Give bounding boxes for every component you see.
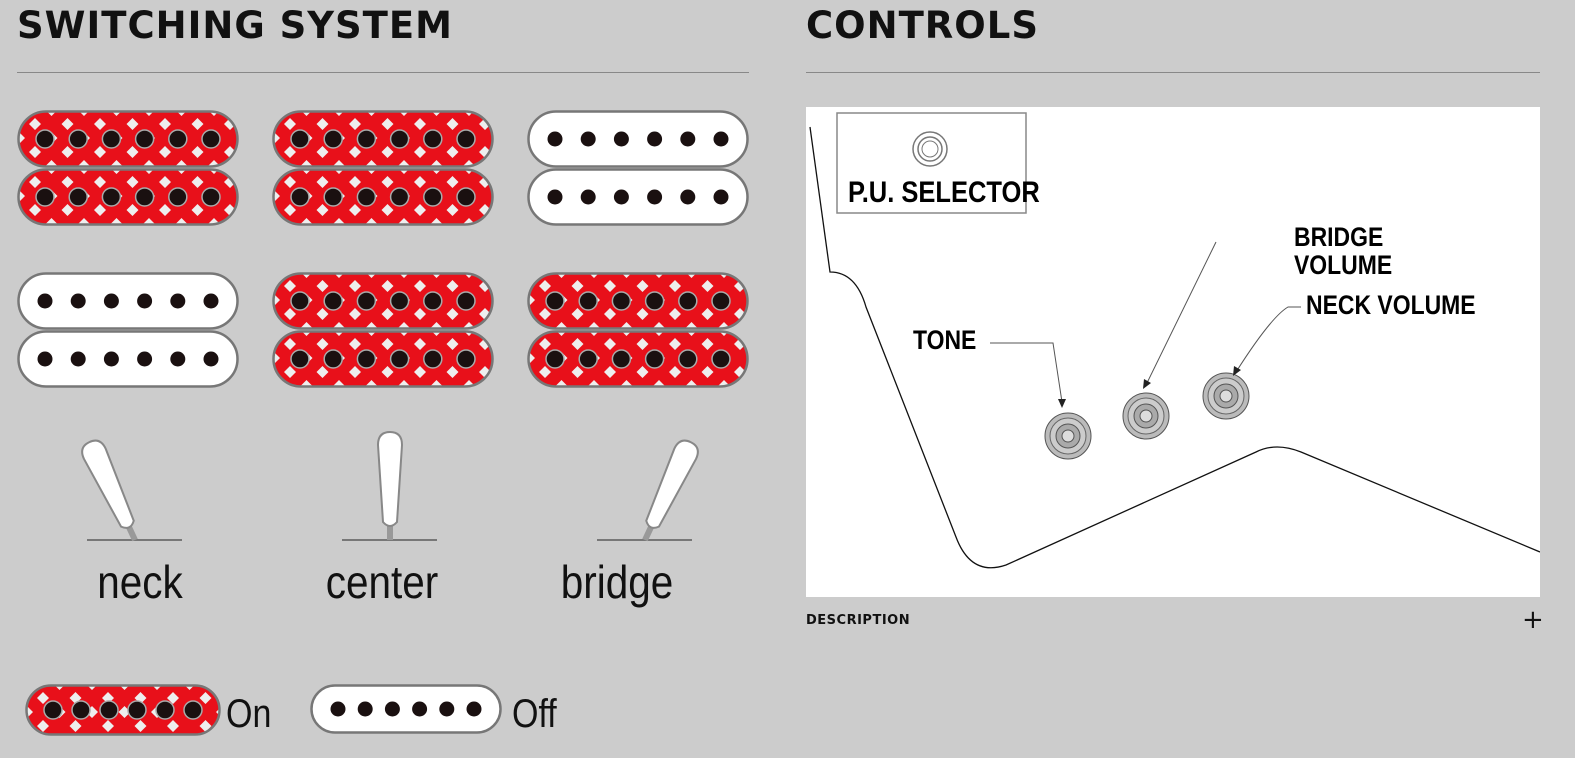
position-label-bridge: bridge <box>560 556 674 608</box>
pickup-bridge-row1-coil2 <box>527 168 749 230</box>
pickup-coil-off <box>310 684 502 734</box>
legend-on-pickup <box>25 684 221 740</box>
pickup-coil-off <box>17 330 239 388</box>
toggle-switch-neck-icon <box>47 430 207 550</box>
description-toggle[interactable]: DESCRIPTION <box>806 613 911 628</box>
toggle-switch-bridge-icon <box>557 430 717 550</box>
knob-icon <box>1202 372 1250 420</box>
legend-on-label: On <box>226 692 272 736</box>
pickup-neck-row1-coil2 <box>17 168 239 230</box>
pickup-bridge-row2-coil2 <box>527 330 749 392</box>
divider <box>806 72 1540 73</box>
pickup-neck-row2-coil2 <box>17 330 239 392</box>
switching-system-title: SWITCHING SYSTEM <box>17 4 453 47</box>
pickup-coil-off <box>17 272 239 330</box>
pickup-center-row1-coil2 <box>272 168 494 230</box>
selector-knob-icon <box>912 131 948 167</box>
pickup-coil-on <box>272 330 494 388</box>
tone-label: TONE <box>913 325 977 355</box>
pickup-coil-on <box>527 330 749 388</box>
toggle-switch-center-icon <box>302 430 462 550</box>
controls-title: CONTROLS <box>806 4 1039 47</box>
divider <box>17 72 749 73</box>
pickup-center-row2-coil2 <box>272 330 494 392</box>
legend-off-pickup <box>310 684 502 738</box>
pickup-bridge-row1-coil1 <box>527 110 749 172</box>
selector-label: P.U. SELECTOR <box>848 176 1040 209</box>
pickup-center-row1-coil1 <box>272 110 494 172</box>
pickup-neck-row1-coil1 <box>17 110 239 172</box>
guitar-body-outline <box>809 112 1540 569</box>
plus-icon[interactable]: + <box>1522 605 1544 635</box>
position-label-neck: neck <box>97 556 183 608</box>
position-label-center: center <box>325 556 439 608</box>
pickup-coil-on <box>272 168 494 226</box>
pickup-coil-on <box>527 272 749 330</box>
pickup-coil-off <box>527 168 749 226</box>
legend-off-label: Off <box>512 692 557 736</box>
pickup-coil-on <box>272 110 494 168</box>
neck-volume-label: NECK VOLUME <box>1306 290 1476 320</box>
pickup-coil-on <box>25 684 221 736</box>
knob-icon <box>1122 392 1170 440</box>
pickup-coil-on <box>17 110 239 168</box>
pickup-bridge-row2-coil1 <box>527 272 749 334</box>
pickup-coil-on <box>17 168 239 226</box>
pickup-neck-row2-coil1 <box>17 272 239 334</box>
bridge-volume-line2: VOLUME <box>1294 250 1393 280</box>
knob-icon <box>1044 412 1092 460</box>
bridge-volume-line1: BRIDGE <box>1294 222 1384 252</box>
pickup-coil-on <box>272 272 494 330</box>
pickup-center-row2-coil1 <box>272 272 494 334</box>
pickup-coil-off <box>527 110 749 168</box>
